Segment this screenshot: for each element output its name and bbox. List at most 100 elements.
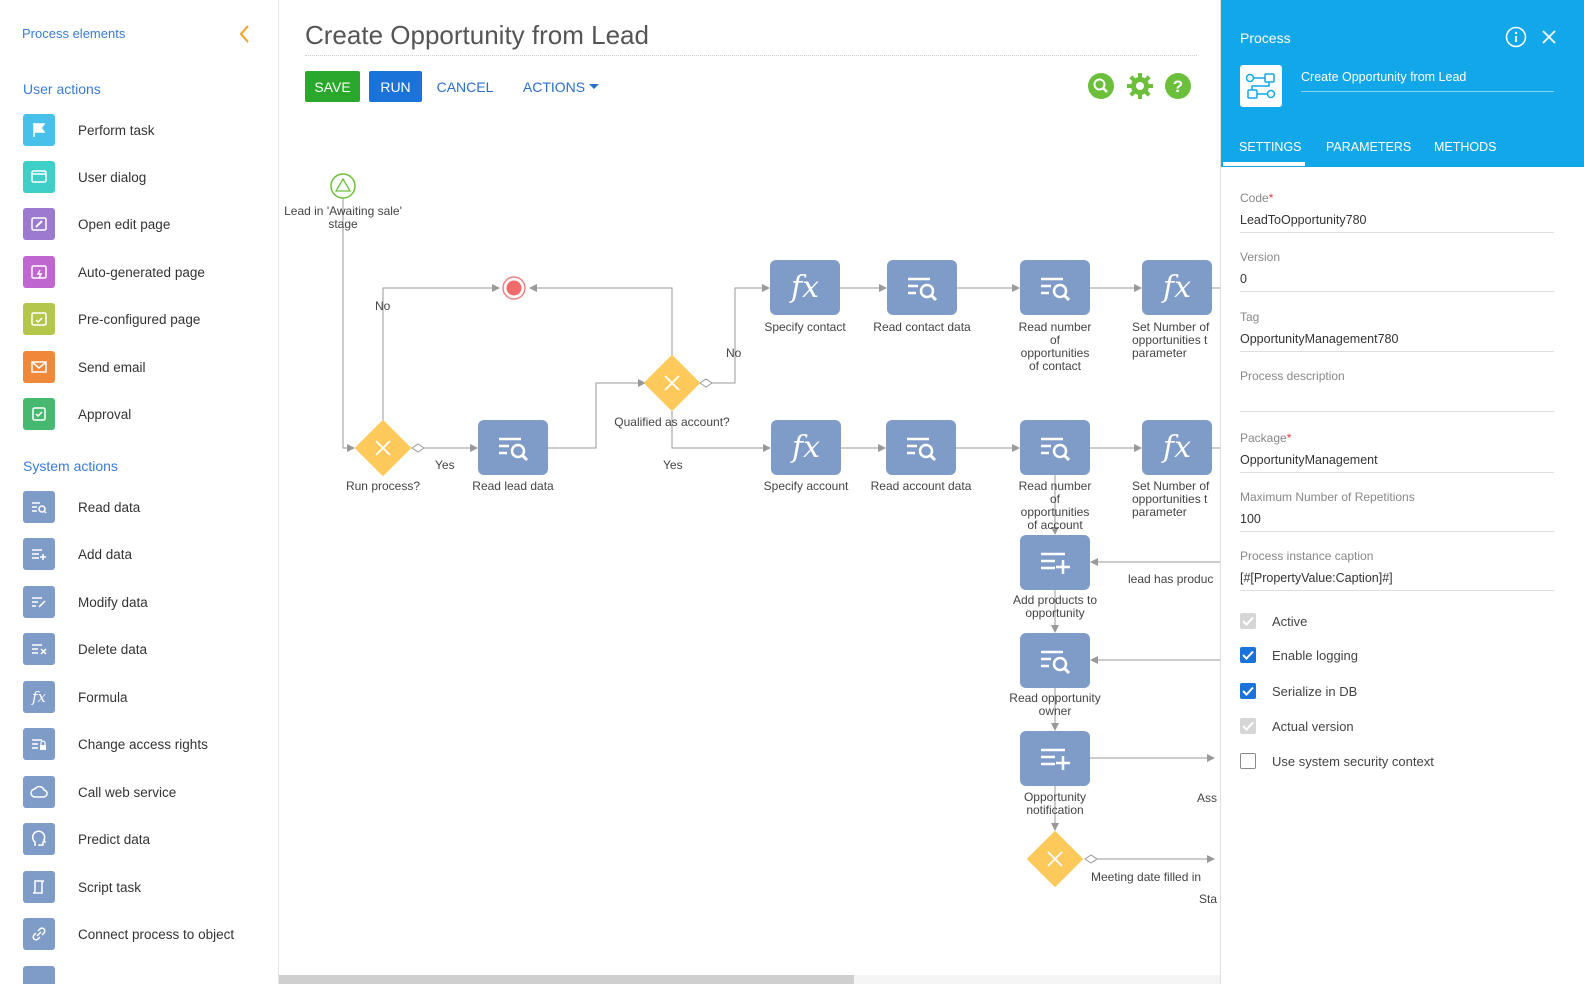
sidebar-item-label: Open edit page — [78, 216, 171, 232]
add-data-icon — [23, 538, 55, 570]
sidebar-item-label: Pre-configured page — [78, 311, 201, 327]
formula-icon: fx — [790, 270, 820, 305]
process-name-field[interactable]: Create Opportunity from Lead — [1301, 70, 1554, 92]
node-label: Read account data — [870, 479, 972, 493]
sidebar-item-add-data[interactable]: Add data — [23, 537, 263, 571]
sidebar-item-send-email[interactable]: Send email — [23, 350, 263, 384]
process-properties-panel: Process Create Opportunity from Lead SET… — [1220, 0, 1584, 984]
node-read-lead-data[interactable] — [478, 420, 548, 475]
sidebar-item-label: Delete data — [78, 641, 148, 657]
process-elements-sidebar: Process elements User actions Perform ta… — [0, 0, 279, 984]
node-read-account-data[interactable] — [886, 420, 956, 475]
sidebar-item-read-data[interactable]: Read data — [23, 490, 263, 524]
sidebar-item-script-task[interactable]: Script task — [23, 870, 263, 904]
modify-data-icon — [23, 586, 55, 618]
checkbox-box — [1240, 613, 1256, 629]
version-field[interactable]: 0 — [1240, 272, 1554, 292]
enable-logging-checkbox[interactable]: Enable logging — [1240, 645, 1358, 665]
info-icon[interactable] — [1505, 26, 1527, 48]
active-checkbox[interactable]: Active — [1240, 611, 1307, 631]
sidebar-title: Process elements — [22, 26, 126, 41]
node-set-number-opps-2[interactable]: fx — [1142, 420, 1212, 475]
edge-label: No — [375, 299, 391, 313]
diagram-canvas[interactable]: fx fx fx fx — [279, 110, 1220, 974]
sidebar-item-label: Connect process to object — [78, 926, 235, 942]
node-label: Read contact data — [873, 320, 971, 334]
flag-icon — [23, 114, 55, 146]
auto-page-icon — [23, 256, 55, 288]
save-button[interactable]: SAVE — [305, 71, 360, 102]
sidebar-item-call-web-service[interactable]: Call web service — [23, 775, 263, 809]
node-specify-account[interactable]: fx — [771, 420, 841, 475]
read-data-icon — [23, 491, 55, 523]
sidebar-item-connect-process-to-object[interactable]: Connect process to object — [23, 917, 263, 951]
read-data-icon — [1041, 650, 1071, 674]
package-label: Package* — [1240, 431, 1292, 445]
node-specify-contact[interactable]: fx — [770, 260, 840, 315]
cancel-button[interactable]: CANCEL — [436, 78, 494, 95]
code-label: Code* — [1240, 191, 1274, 205]
edge-label: lead has produc — [1128, 572, 1214, 586]
sidebar-item-label: Call web service — [78, 784, 177, 800]
edge-label: Ass — [1197, 791, 1218, 805]
instance-caption-label: Process instance caption — [1240, 549, 1374, 563]
edge-label: Yes — [663, 458, 683, 472]
close-icon[interactable] — [1539, 27, 1559, 47]
node-opp-notification[interactable] — [1020, 731, 1090, 786]
sidebar-item-formula[interactable]: fx Formula — [23, 680, 263, 714]
sidebar-item-auto-generated-page[interactable]: Auto-generated page — [23, 255, 263, 289]
actual-version-checkbox[interactable]: Actual version — [1240, 716, 1354, 736]
read-data-icon — [499, 437, 529, 461]
email-icon — [23, 351, 55, 383]
tab-parameters[interactable]: PARAMETERS — [1326, 140, 1412, 154]
delete-data-icon — [23, 633, 55, 665]
actions-menu-button[interactable]: ACTIONS — [521, 71, 601, 102]
node-label: Specify account — [763, 479, 849, 493]
tag-field[interactable]: OpportunityManagement780 — [1240, 332, 1554, 352]
sidebar-item-open-edit-page[interactable]: Open edit page — [23, 207, 263, 241]
node-read-number-opps-account[interactable] — [1020, 420, 1090, 475]
node-read-number-opps-contact[interactable] — [1020, 260, 1090, 315]
sidebar-item-modify-data[interactable]: Modify data — [23, 585, 263, 619]
sidebar-item-pre-configured-page[interactable]: Pre-configured page — [23, 302, 263, 336]
checkbox-label: Use system security context — [1272, 753, 1434, 769]
max-repetitions-field[interactable]: 100 — [1240, 512, 1554, 532]
search-icon[interactable] — [1087, 72, 1115, 100]
sidebar-item-perform-task[interactable]: Perform task — [23, 113, 263, 147]
tab-methods[interactable]: METHODS — [1434, 140, 1497, 154]
system-security-context-checkbox[interactable]: Use system security context — [1240, 751, 1434, 771]
code-field[interactable]: LeadToOpportunity780 — [1240, 213, 1554, 233]
sidebar-item-user-dialog[interactable]: User dialog — [23, 160, 263, 194]
panel-title: Process — [1240, 30, 1291, 46]
description-field[interactable] — [1240, 392, 1554, 412]
help-icon[interactable]: ? — [1164, 72, 1192, 100]
version-label: Version — [1240, 250, 1281, 264]
node-read-contact-data[interactable] — [887, 260, 957, 315]
more-element-icon[interactable] — [23, 966, 55, 984]
instance-caption-field[interactable]: [#[PropertyValue:Caption]#] — [1240, 571, 1554, 591]
sidebar-item-label: User dialog — [78, 169, 147, 185]
scrollbar-thumb[interactable] — [279, 975, 854, 984]
serialize-in-db-checkbox[interactable]: Serialize in DB — [1240, 681, 1357, 701]
sidebar-item-change-access-rights[interactable]: Change access rights — [23, 727, 263, 761]
read-data-icon — [908, 277, 938, 301]
sidebar-item-delete-data[interactable]: Delete data — [23, 632, 263, 666]
sidebar-item-predict-data[interactable]: Predict data — [23, 822, 263, 856]
package-field[interactable]: OpportunityManagement — [1240, 453, 1554, 473]
web-service-icon — [23, 776, 55, 808]
gear-icon[interactable] — [1126, 72, 1154, 100]
node-label: Set Number of opportunities t parameter — [1132, 321, 1210, 360]
collapse-chevron-icon[interactable] — [236, 22, 254, 46]
node-add-products[interactable] — [1020, 535, 1090, 590]
run-button[interactable]: RUN — [369, 71, 422, 102]
horizontal-scrollbar[interactable] — [279, 975, 1220, 984]
start-event-label: Lead in 'Awaiting sale' stage — [284, 204, 402, 231]
node-set-number-opps-1[interactable]: fx — [1142, 260, 1212, 315]
tag-label: Tag — [1240, 310, 1260, 324]
node-read-opp-owner[interactable] — [1020, 633, 1090, 688]
formula-icon: fx — [1162, 430, 1192, 465]
sidebar-item-approval[interactable]: Approval — [23, 397, 263, 431]
node-label: Add products to opportunity — [1012, 593, 1098, 620]
sidebar-item-label: Perform task — [78, 122, 155, 138]
tab-settings[interactable]: SETTINGS — [1239, 140, 1302, 154]
